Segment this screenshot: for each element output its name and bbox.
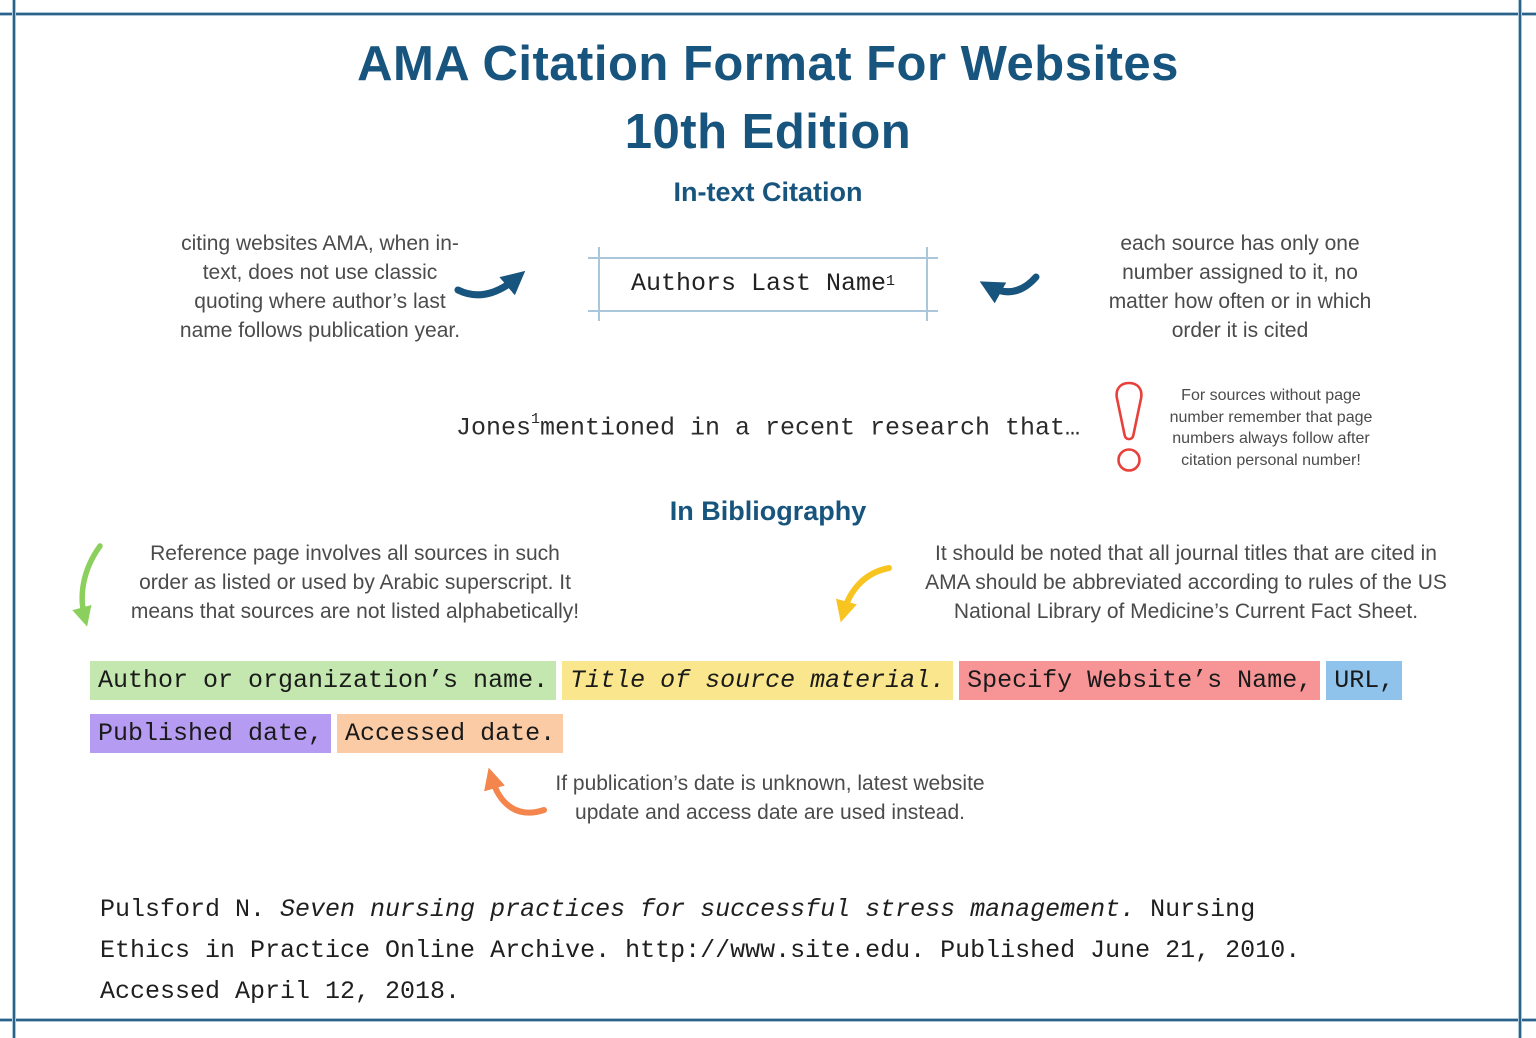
frame-line-bottom — [0, 1018, 1536, 1022]
box-border-bottom — [588, 310, 938, 312]
box-border-left — [598, 247, 600, 321]
curved-arrow-left-icon — [979, 273, 1040, 304]
frame-line-top — [0, 12, 1536, 16]
format-part-accessed: Accessed date. — [337, 714, 564, 753]
citation-format-row-2: Published date, Accessed date. — [90, 714, 564, 753]
format-part-title: Title of source material. — [562, 661, 954, 700]
box-label: Authors Last Name — [630, 269, 887, 298]
frame-line-left — [12, 0, 16, 1038]
example-suffix: Nursing Ethics in Practice Online Archiv… — [100, 895, 1301, 1006]
format-part-author: Author or organization’s name. — [90, 661, 557, 700]
bibliography-left-note: Reference page involves all sources in s… — [130, 542, 580, 623]
warning-note: For sources without page number remember… — [1169, 387, 1373, 469]
curved-arrow-down-left-yellow-icon — [835, 565, 892, 623]
format-part-published: Published date, — [90, 714, 332, 753]
section-heading-intext: In-text Citation — [673, 177, 863, 207]
page-subtitle: 10th Edition — [624, 105, 912, 159]
curved-arrow-up-left-orange-icon — [484, 767, 547, 816]
exclamation-warning-icon — [1115, 381, 1143, 472]
example-rest: mentioned in a recent research that… — [539, 413, 1081, 443]
box-superscript: 1 — [886, 273, 896, 290]
bibliography-right-note: It should be noted that all journal titl… — [925, 542, 1447, 623]
format-part-url: URL, — [1326, 661, 1403, 700]
bibliography-example: Pulsford N. Seven nursing practices for … — [100, 889, 1306, 1012]
intext-example-line: Jones1mentioned in a recent research tha… — [0, 411, 1536, 443]
example-italic-title: Seven nursing practices for successful s… — [280, 895, 1136, 924]
citation-format-row-1: Author or organization’s name. Title of … — [90, 661, 1403, 700]
date-note: If publication’s date is unknown, latest… — [555, 772, 985, 824]
example-superscript: 1 — [530, 411, 540, 428]
section-heading-bibliography: In Bibliography — [669, 496, 867, 526]
page-title: AMA Citation Format For Websites — [357, 37, 1179, 91]
curved-arrow-down-green-icon — [72, 543, 103, 627]
box-border-top — [588, 257, 938, 259]
example-prefix: Pulsford N. — [100, 895, 281, 924]
format-part-website: Specify Website’s Name, — [959, 661, 1321, 700]
box-border-right — [926, 247, 928, 321]
example-author: Jones — [455, 413, 531, 443]
intext-right-note: each source has only one number assigned… — [1108, 232, 1372, 342]
curved-arrow-right-icon — [454, 270, 526, 299]
intext-left-note: citing websites AMA, when in- text, does… — [179, 232, 461, 342]
frame-line-right — [1518, 0, 1522, 1038]
